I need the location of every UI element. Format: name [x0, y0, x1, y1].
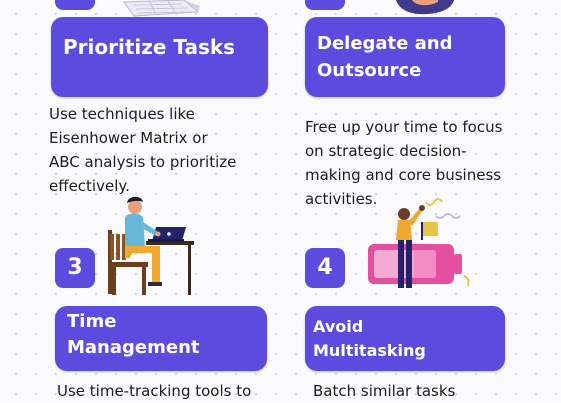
- step-1-description: Use techniques like Eisenhower Matrix or…: [49, 102, 236, 198]
- step-number-badge: 3: [55, 248, 95, 288]
- description-line: Use techniques like: [49, 105, 195, 123]
- step-number-badge: [55, 0, 95, 10]
- description-line: Eisenhower Matrix or: [49, 129, 208, 147]
- planner-sheets-illustration: [123, 0, 200, 17]
- description-line: activities.: [305, 190, 378, 208]
- step-title-line: Avoid: [313, 317, 364, 336]
- step-number: 3: [67, 255, 83, 280]
- step-number-badge: 4: [305, 248, 345, 288]
- step-2-description: Free up your time to focus on strategic …: [305, 115, 502, 211]
- step-title-line: Delegate and: [317, 33, 453, 54]
- step-number: 4: [317, 255, 333, 280]
- step-1-title-card: Prioritize Tasks: [51, 17, 268, 97]
- description-line: making and core business: [305, 166, 502, 184]
- step-title-line: Outsource: [317, 60, 422, 81]
- description-line: Use time-tracking tools to: [57, 382, 252, 400]
- step-title-line: Prioritize Tasks: [63, 35, 236, 59]
- step-3-description: Use time-tracking tools to: [57, 379, 251, 403]
- description-line: Batch similar tasks: [313, 382, 456, 400]
- description-line: effectively.: [49, 177, 130, 195]
- battery-charging-illustration: [367, 198, 470, 288]
- step-title-line: Multitasking: [313, 341, 426, 360]
- person-illustration: [396, 0, 454, 15]
- step-2-title-card: Delegate and Outsource: [305, 17, 505, 97]
- step-number-badge: [305, 0, 345, 10]
- step-title-line: Management: [67, 337, 200, 358]
- step-4-title-card: Avoid Multitasking: [305, 306, 505, 371]
- step-4-description: Batch similar tasks: [313, 379, 455, 403]
- description-line: on strategic decision-: [305, 142, 467, 160]
- description-line: ABC analysis to prioritize: [49, 153, 237, 171]
- description-line: Free up your time to focus: [305, 118, 503, 136]
- person-at-laptop-illustration: [108, 196, 194, 295]
- step-3-title-card: Time Management: [55, 306, 267, 371]
- step-title-line: Time: [67, 311, 117, 332]
